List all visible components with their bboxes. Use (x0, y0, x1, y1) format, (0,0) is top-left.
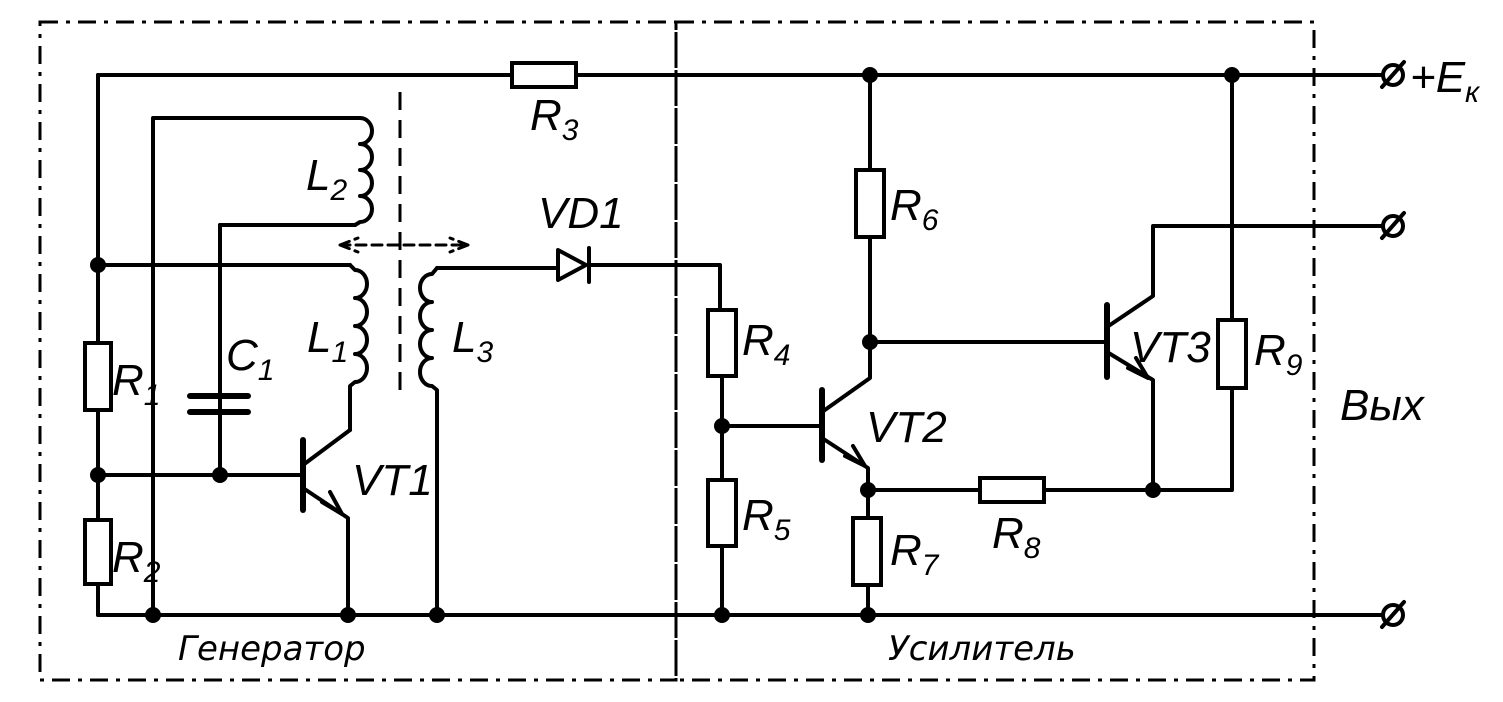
resistor-r5 (706, 478, 738, 548)
inductor-l1 (348, 263, 369, 432)
label-r1: R1 (112, 356, 160, 412)
label-c1: C1 (226, 331, 274, 387)
r7-wire (866, 386, 1234, 617)
label-r7: R7 (890, 526, 940, 582)
resistor-r1 (83, 341, 113, 412)
l3-top-wire (435, 263, 722, 312)
section-amplifier-label: Усилитель (888, 629, 1076, 669)
adjust-arrow (338, 236, 470, 254)
label-vt3: VT3 (1130, 323, 1211, 372)
label-vd1: VD1 (538, 189, 624, 238)
resistor-r3 (510, 61, 578, 89)
label-r2: R2 (112, 533, 161, 589)
capacitor-c1 (187, 393, 251, 415)
label-r3: R3 (530, 91, 579, 147)
label-l2: L2 (306, 151, 347, 207)
inductor-l2 (353, 116, 374, 227)
resistor-r9 (1216, 318, 1248, 390)
amplifier-box (674, 20, 1316, 682)
terminal-symbols (1380, 60, 1406, 629)
resistor-r6 (854, 168, 886, 239)
label-r5: R5 (742, 491, 791, 547)
label-l3: L3 (452, 313, 493, 369)
label-supply: +Eк (1410, 53, 1481, 109)
inductor-l3 (418, 266, 439, 617)
generator-box (38, 20, 678, 682)
label-l1: L1 (307, 313, 348, 369)
section-generator-label: Генератор (178, 629, 366, 669)
vt2-leads (820, 338, 872, 492)
diode-vd1 (556, 246, 591, 284)
junction-dots (90, 67, 1240, 623)
resistor-r7 (851, 516, 883, 587)
label-vt2: VT2 (866, 403, 947, 452)
vt2-emitter-arrow (843, 444, 867, 468)
vt3-leads (1105, 224, 1388, 492)
label-r6: R6 (890, 181, 939, 237)
resistor-r8 (978, 476, 1046, 504)
label-output: Вых (1340, 381, 1426, 430)
label-r9: R9 (1254, 326, 1303, 382)
resistor-r4 (706, 308, 738, 378)
label-r8: R8 (992, 509, 1041, 565)
vt1-leads (301, 428, 352, 617)
resistor-r2 (83, 518, 113, 586)
label-r4: R4 (742, 316, 790, 372)
label-vt1: VT1 (352, 456, 433, 505)
vt3-emitter-arrow (1126, 356, 1150, 380)
vt1-emitter-arrow (320, 490, 344, 516)
